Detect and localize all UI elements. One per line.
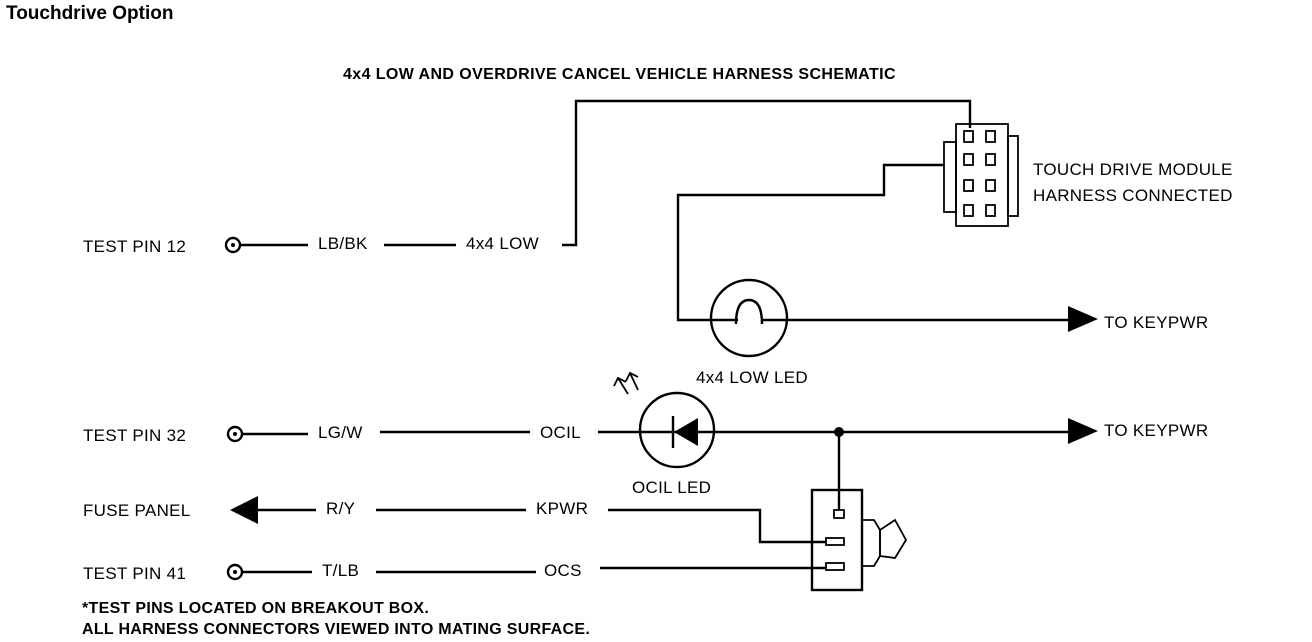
ocs-switch-connector bbox=[810, 488, 908, 592]
light-emission-icon bbox=[613, 371, 639, 395]
module-label-line1: TOUCH DRIVE MODULE bbox=[1033, 160, 1233, 179]
page-title: Touchdrive Option bbox=[6, 3, 173, 24]
wire-color-t-lb: T/LB bbox=[322, 561, 359, 580]
to-keypwr-lower-label: TO KEYPWR bbox=[1104, 421, 1208, 440]
arrow-to-keypwr-upper bbox=[1068, 306, 1098, 332]
schematic-heading: 4x4 LOW AND OVERDRIVE CANCEL VEHICLE HAR… bbox=[343, 66, 896, 83]
signal-4x4-low: 4x4 LOW bbox=[466, 234, 539, 253]
4x4-low-led-label: 4x4 LOW LED bbox=[696, 368, 808, 387]
footnote-line2: ALL HARNESS CONNECTORS VIEWED INTO MATIN… bbox=[82, 621, 590, 638]
to-keypwr-upper-label: TO KEYPWR bbox=[1104, 313, 1208, 332]
wire-color-lb-bk: LB/BK bbox=[318, 234, 368, 253]
test-pin-41-label: TEST PIN 41 bbox=[83, 564, 186, 583]
wire-color-r-y: R/Y bbox=[326, 499, 355, 518]
arrow-to-keypwr-lower bbox=[1068, 418, 1098, 444]
ocil-led-label: OCIL LED bbox=[632, 478, 711, 497]
ocil-led bbox=[638, 391, 716, 469]
fuse-panel-label: FUSE PANEL bbox=[83, 501, 191, 520]
test-pin-32-label: TEST PIN 32 bbox=[83, 426, 186, 445]
signal-kpwr: KPWR bbox=[536, 499, 588, 518]
fuse-panel-arrow bbox=[230, 496, 258, 524]
footnote-line1: *TEST PINS LOCATED ON BREAKOUT BOX. bbox=[82, 600, 429, 617]
4x4-low-led bbox=[709, 278, 789, 358]
test-pin-12-label: TEST PIN 12 bbox=[83, 237, 186, 256]
wire-color-lg-w: LG/W bbox=[318, 423, 363, 442]
touch-drive-module-connector bbox=[943, 123, 1019, 227]
module-label-line2: HARNESS CONNECTED bbox=[1033, 186, 1233, 205]
signal-ocil: OCIL bbox=[540, 423, 581, 442]
signal-ocs: OCS bbox=[544, 561, 582, 580]
